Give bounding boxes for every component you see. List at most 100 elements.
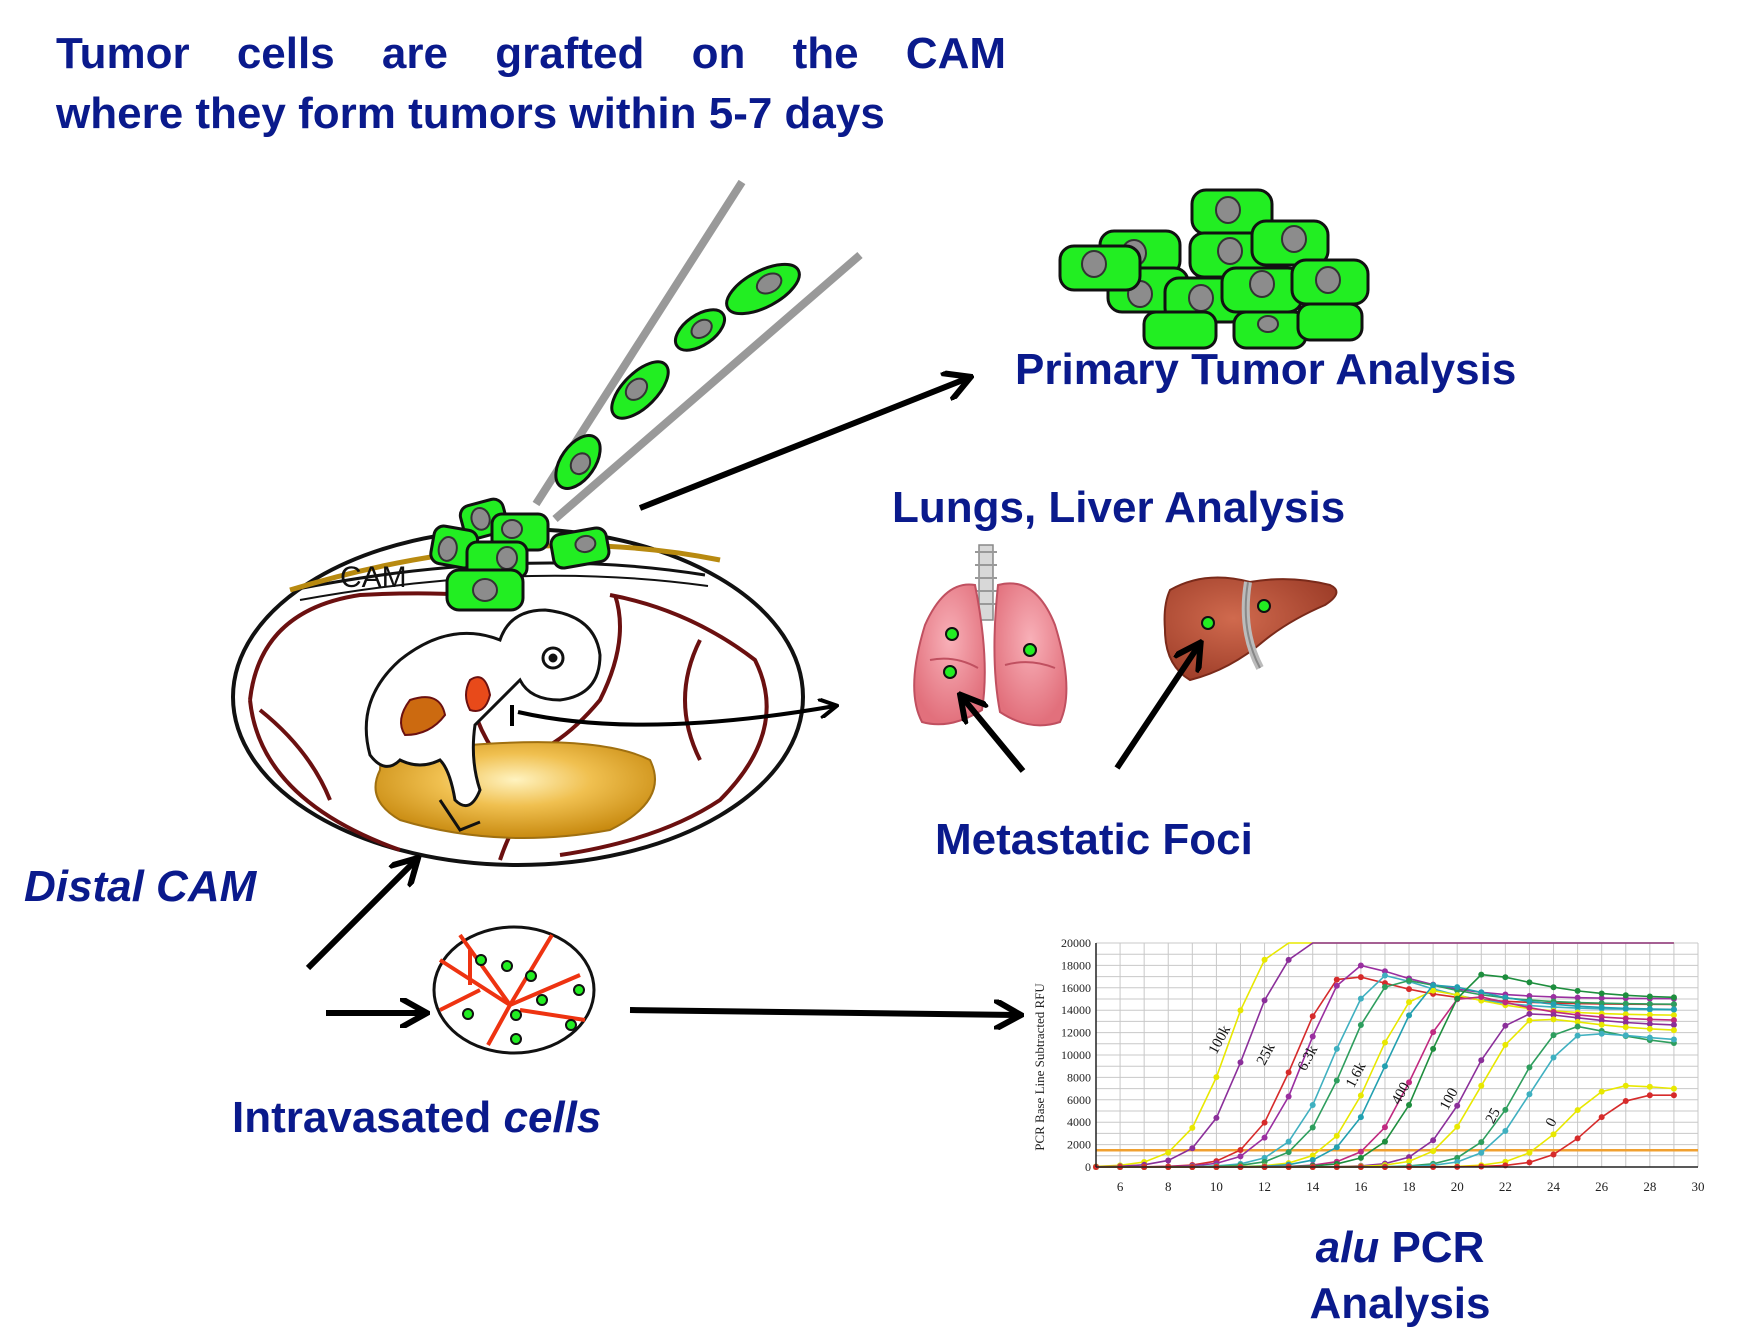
lungs-liver-label: Lungs, Liver Analysis xyxy=(892,483,1346,532)
primary-tumor-label: Primary Tumor Analysis xyxy=(1015,345,1517,394)
data-point xyxy=(1670,1036,1677,1043)
data-point xyxy=(1550,1016,1557,1023)
arrow-to-organs xyxy=(517,706,835,727)
data-point xyxy=(1213,1114,1220,1121)
x-tick-label: 8 xyxy=(1165,1179,1172,1194)
data-point xyxy=(1598,990,1605,997)
cam-label: CAM xyxy=(340,561,407,594)
data-point xyxy=(1309,1033,1316,1040)
lung-focus xyxy=(945,627,959,641)
data-point xyxy=(1670,1092,1677,1099)
y-tick-label: 4000 xyxy=(1067,1115,1091,1129)
data-point xyxy=(1502,974,1509,981)
data-point xyxy=(1574,1023,1581,1030)
data-point xyxy=(1574,1032,1581,1039)
data-point xyxy=(1670,1017,1677,1024)
egg: CAM xyxy=(231,527,805,867)
x-tick-label: 24 xyxy=(1547,1179,1561,1194)
y-tick-label: 18000 xyxy=(1061,958,1091,972)
data-point xyxy=(1622,992,1629,999)
cells-word: cells xyxy=(503,1093,602,1142)
data-point xyxy=(1478,971,1485,978)
curve-label: 25k xyxy=(1254,1040,1279,1068)
data-point xyxy=(1502,1022,1509,1029)
data-point xyxy=(1670,1085,1677,1092)
data-point xyxy=(1285,1149,1292,1156)
pcr-word: PCR xyxy=(1379,1223,1485,1272)
x-tick-label: 18 xyxy=(1403,1179,1416,1194)
primary-tumor-cluster xyxy=(1058,188,1370,350)
data-point xyxy=(1285,1138,1292,1145)
data-point xyxy=(1646,1011,1653,1018)
x-tick-label: 26 xyxy=(1595,1179,1609,1194)
data-point xyxy=(1526,1159,1533,1166)
data-point xyxy=(1598,1000,1605,1007)
curve-label: 25 xyxy=(1483,1106,1504,1127)
data-point xyxy=(1550,1032,1557,1039)
data-point xyxy=(1574,1003,1581,1010)
data-point xyxy=(1406,1154,1413,1161)
intravasation-vessel-view xyxy=(432,925,596,1055)
data-point xyxy=(1454,1123,1461,1130)
arrow-to-primary xyxy=(638,378,968,511)
x-tick-label: 20 xyxy=(1451,1179,1464,1194)
data-point xyxy=(1430,987,1437,994)
x-tick-label: 14 xyxy=(1306,1179,1320,1194)
data-point xyxy=(1237,1147,1244,1154)
metastatic-foci-label: Metastatic Foci xyxy=(935,815,1253,864)
chart-y-axis-label: PCR Base Line Subtracted RFU xyxy=(1032,983,1047,1151)
data-point xyxy=(1670,1006,1677,1013)
arrows xyxy=(305,378,1199,1015)
x-tick-label: 6 xyxy=(1117,1179,1124,1194)
data-point xyxy=(1309,1152,1316,1159)
data-point xyxy=(1454,1158,1461,1165)
data-point xyxy=(1646,993,1653,1000)
data-point xyxy=(1526,1091,1533,1098)
data-point xyxy=(1622,1000,1629,1007)
data-point xyxy=(1550,1054,1557,1061)
x-tick-label: 10 xyxy=(1210,1179,1223,1194)
data-point xyxy=(1646,1025,1653,1032)
title-line-2: where they form tumors within 5-7 days xyxy=(56,89,885,138)
data-point xyxy=(1478,1139,1485,1146)
data-point xyxy=(1430,1045,1437,1052)
data-point xyxy=(1670,1027,1677,1034)
data-point xyxy=(1285,1069,1292,1076)
data-point xyxy=(1526,1064,1533,1071)
curve-label: 0 xyxy=(1543,1116,1561,1130)
data-point xyxy=(1333,1132,1340,1139)
data-point xyxy=(1454,995,1461,1002)
data-point xyxy=(1574,994,1581,1001)
data-point xyxy=(1574,987,1581,994)
intravasated-cells-label: Intravasated cells xyxy=(232,1093,601,1143)
data-point xyxy=(1454,984,1461,991)
data-point xyxy=(1454,1102,1461,1109)
data-point xyxy=(1357,1154,1364,1161)
data-point xyxy=(1526,1017,1533,1024)
data-point xyxy=(1646,1020,1653,1027)
data-point xyxy=(1165,1157,1172,1164)
data-point xyxy=(1502,1127,1509,1134)
data-point xyxy=(1622,1019,1629,1026)
x-tick-label: 12 xyxy=(1258,1179,1271,1194)
lung-focus xyxy=(943,665,957,679)
data-point xyxy=(1598,1114,1605,1121)
diagram-title: Tumor cells are grafted on the CAM where… xyxy=(56,24,1006,144)
data-point xyxy=(1381,1039,1388,1046)
y-tick-label: 2000 xyxy=(1067,1138,1091,1152)
arrow-liver-focus xyxy=(1114,645,1199,770)
data-point xyxy=(1670,1001,1677,1008)
title-line-1: Tumor cells are grafted on the CAM xyxy=(56,29,1006,78)
data-point xyxy=(1381,984,1388,991)
data-point xyxy=(1357,995,1364,1002)
data-point xyxy=(1261,997,1268,1004)
lung-focus xyxy=(1023,643,1037,657)
data-point xyxy=(1502,1106,1509,1113)
data-point xyxy=(1646,1034,1653,1041)
data-point xyxy=(1357,1022,1364,1029)
data-point xyxy=(1622,1098,1629,1105)
data-point xyxy=(1502,1041,1509,1048)
y-tick-label: 20000 xyxy=(1061,936,1091,950)
arrow-to-pcr xyxy=(629,1010,1018,1015)
